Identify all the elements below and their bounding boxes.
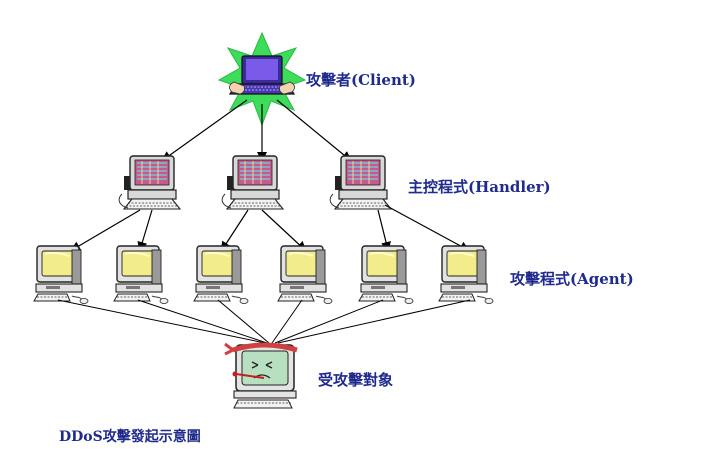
agent-computer-5: [358, 245, 414, 305]
handler-label: 主控程式(Handler): [408, 178, 551, 196]
agent-computer-3: [193, 245, 249, 305]
victim-label: 受攻擊對象: [318, 371, 394, 389]
agent-computer-4: [277, 245, 333, 305]
sick-computer-icon: [224, 342, 298, 409]
agent-computer-6: [438, 245, 494, 305]
attack-lines: [57, 299, 471, 344]
arrow-handler1-agent2: [137, 209, 153, 252]
diagram-caption: DDoS攻擊發起示意圖: [59, 429, 201, 445]
arrow-handler2-agent3: [220, 209, 249, 252]
arrow-handler2-agent4: [261, 209, 307, 252]
arrow-attacker-handler-1: [161, 99, 248, 162]
arrow-handler1-agent1: [70, 209, 141, 252]
handler-computer-1: [118, 155, 181, 210]
attacker-label: 攻擊者(Client): [306, 71, 416, 89]
handler-computer-3: [329, 155, 392, 210]
arrow-attacker-handler-3: [276, 99, 352, 162]
agent-computer-1: [33, 245, 89, 305]
agent-computer-2: [113, 245, 169, 305]
agent-label: 攻擊程式(Agent): [510, 270, 634, 288]
laptop-icon: [228, 55, 296, 95]
handler-computer-2: [221, 155, 284, 210]
arrow-handler3-agent6: [384, 204, 470, 251]
arrow-handler3-agent5: [377, 209, 391, 252]
